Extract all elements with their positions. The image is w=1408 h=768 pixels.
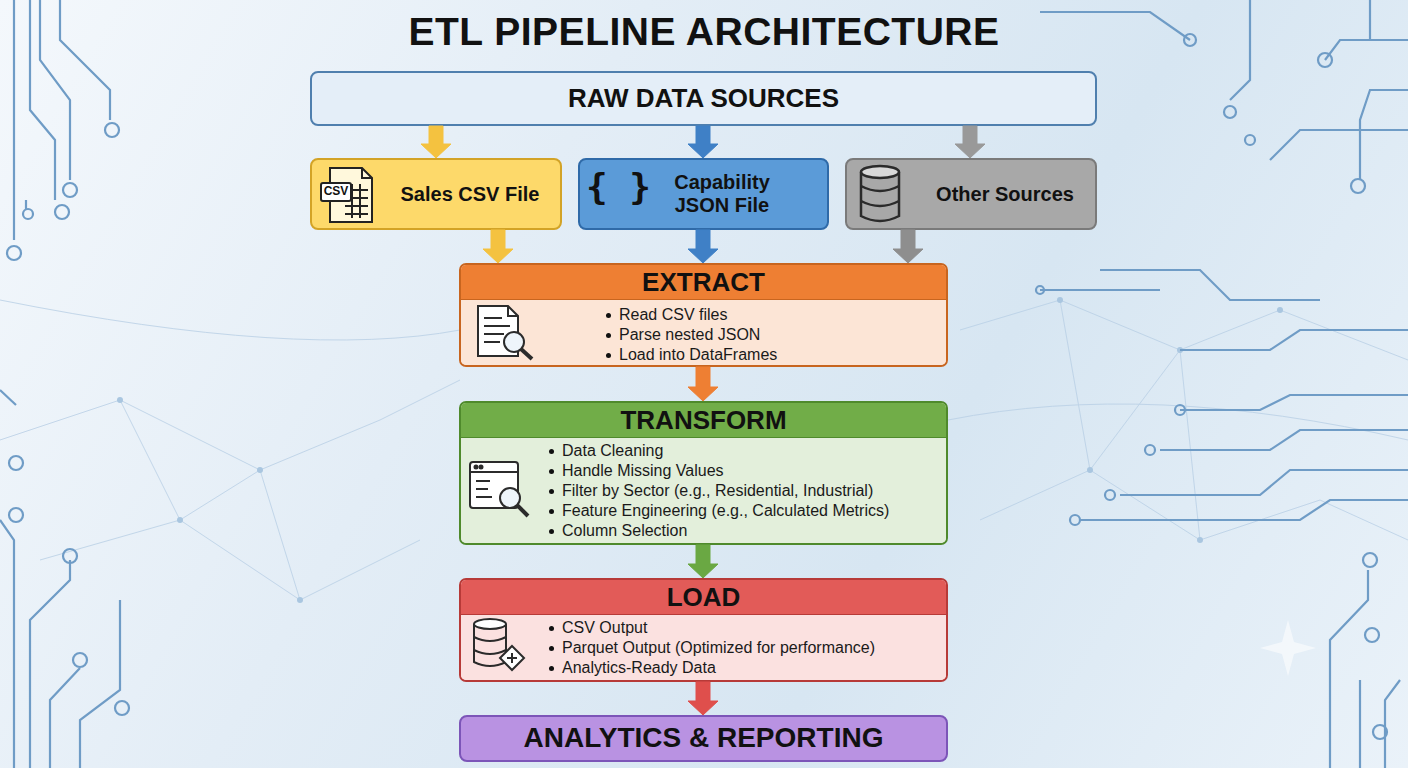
icon-text: CSV (323, 184, 349, 198)
stage-box: TRANSFORMData CleaningHandle Missing Val… (459, 401, 948, 545)
bullet-dot (549, 469, 554, 474)
flow-arrow (688, 367, 718, 401)
flow-arrow (893, 230, 923, 263)
bullet-dot (606, 353, 611, 358)
bullet-item: CSV Output (549, 618, 875, 638)
source-group-band: RAW DATA SOURCES (310, 71, 1097, 126)
bullet-text: Feature Engineering (e.g., Calculated Me… (562, 502, 889, 520)
text-area: RAW DATA SOURCES (312, 73, 1095, 124)
stage-body: Read CSV filesParse nested JSON Load into… (461, 300, 946, 365)
bullet-text: Parquet Output (Optimized for performanc… (562, 639, 875, 657)
bullet-dot (549, 646, 554, 651)
flow-arrow (688, 126, 718, 158)
text-area: Sales CSV File (382, 160, 558, 228)
bullet-item: Analytics-Ready Data (549, 658, 875, 678)
box-label: Capability JSON File (652, 171, 792, 217)
flow-arrow (955, 126, 985, 158)
bullet-dot (549, 626, 554, 631)
box-label: RAW DATA SOURCES (568, 84, 839, 114)
box-label: ANALYTICS & REPORTING (524, 722, 884, 754)
bullet-text: Filter by Sector (e.g., Residential, Ind… (562, 482, 873, 500)
bullet-dot (549, 489, 554, 494)
bullet-item: Feature Engineering (e.g., Calculated Me… (549, 501, 889, 521)
text-area: Capability JSON File (652, 160, 792, 228)
text-area: Other Sources (917, 160, 1093, 228)
bullet-list: CSV OutputParquet Output (Optimized for … (549, 618, 875, 678)
bullet-dot (549, 529, 554, 534)
flow-arrow (483, 230, 513, 263)
bullet-item: Parquet Output (Optimized for performanc… (549, 638, 875, 658)
bullet-dot (606, 313, 611, 318)
box-label: Other Sources (936, 183, 1074, 206)
bullet-list: Read CSV filesParse nested JSON Load into… (606, 305, 777, 365)
stage-box: EXTRACT Read CSV filesParse nested JSON Lo… (459, 263, 948, 367)
bullet-text: Read CSV files (619, 306, 728, 324)
bullet-item: Column Selection (549, 521, 889, 541)
bullet-list: Data CleaningHandle Missing ValuesFilter… (549, 441, 889, 541)
stage-body: CSV OutputParquet Output (Optimized for … (461, 615, 946, 680)
bullet-dot (549, 509, 554, 514)
bullet-text: CSV Output (562, 619, 647, 637)
stage-header: LOAD (461, 580, 946, 615)
bullet-text: Load into DataFrames (619, 346, 777, 364)
bullet-text: Analytics-Ready Data (562, 659, 716, 677)
flow-arrow (688, 682, 718, 715)
stage-box: LOADCSV OutputParquet Output (Optimized … (459, 578, 948, 682)
bullet-dot (549, 666, 554, 671)
bullet-item: Handle Missing Values (549, 461, 889, 481)
diagram-title: ETL PIPELINE ARCHITECTURE (0, 10, 1408, 54)
json-braces-icon: { } (586, 166, 646, 207)
stage-body: Data CleaningHandle Missing ValuesFilter… (461, 438, 946, 543)
stage-header: TRANSFORM (461, 403, 946, 438)
box-label: Sales CSV File (401, 183, 540, 206)
flow-arrow (688, 545, 718, 578)
bullet-dot (606, 333, 611, 338)
stage-header: EXTRACT (461, 265, 946, 300)
output-box: ANALYTICS & REPORTING (459, 715, 948, 762)
bullet-text: Data Cleaning (562, 442, 663, 460)
bullet-item: Data Cleaning (549, 441, 889, 461)
bullet-text: Handle Missing Values (562, 462, 724, 480)
flow-arrow (421, 126, 451, 158)
text-area: ANALYTICS & REPORTING (461, 717, 946, 760)
bullet-item: Load into DataFrames (606, 345, 777, 365)
flow-arrow (688, 230, 718, 263)
source-box: Other Sources (845, 158, 1097, 230)
bullet-text: Column Selection (562, 522, 687, 540)
bullet-item: Parse nested JSON (606, 325, 777, 345)
bullet-dot (549, 449, 554, 454)
bullet-item: Filter by Sector (e.g., Residential, Ind… (549, 481, 889, 501)
bullet-item: Read CSV files (606, 305, 777, 325)
bullet-text: Parse nested JSON (619, 326, 760, 344)
